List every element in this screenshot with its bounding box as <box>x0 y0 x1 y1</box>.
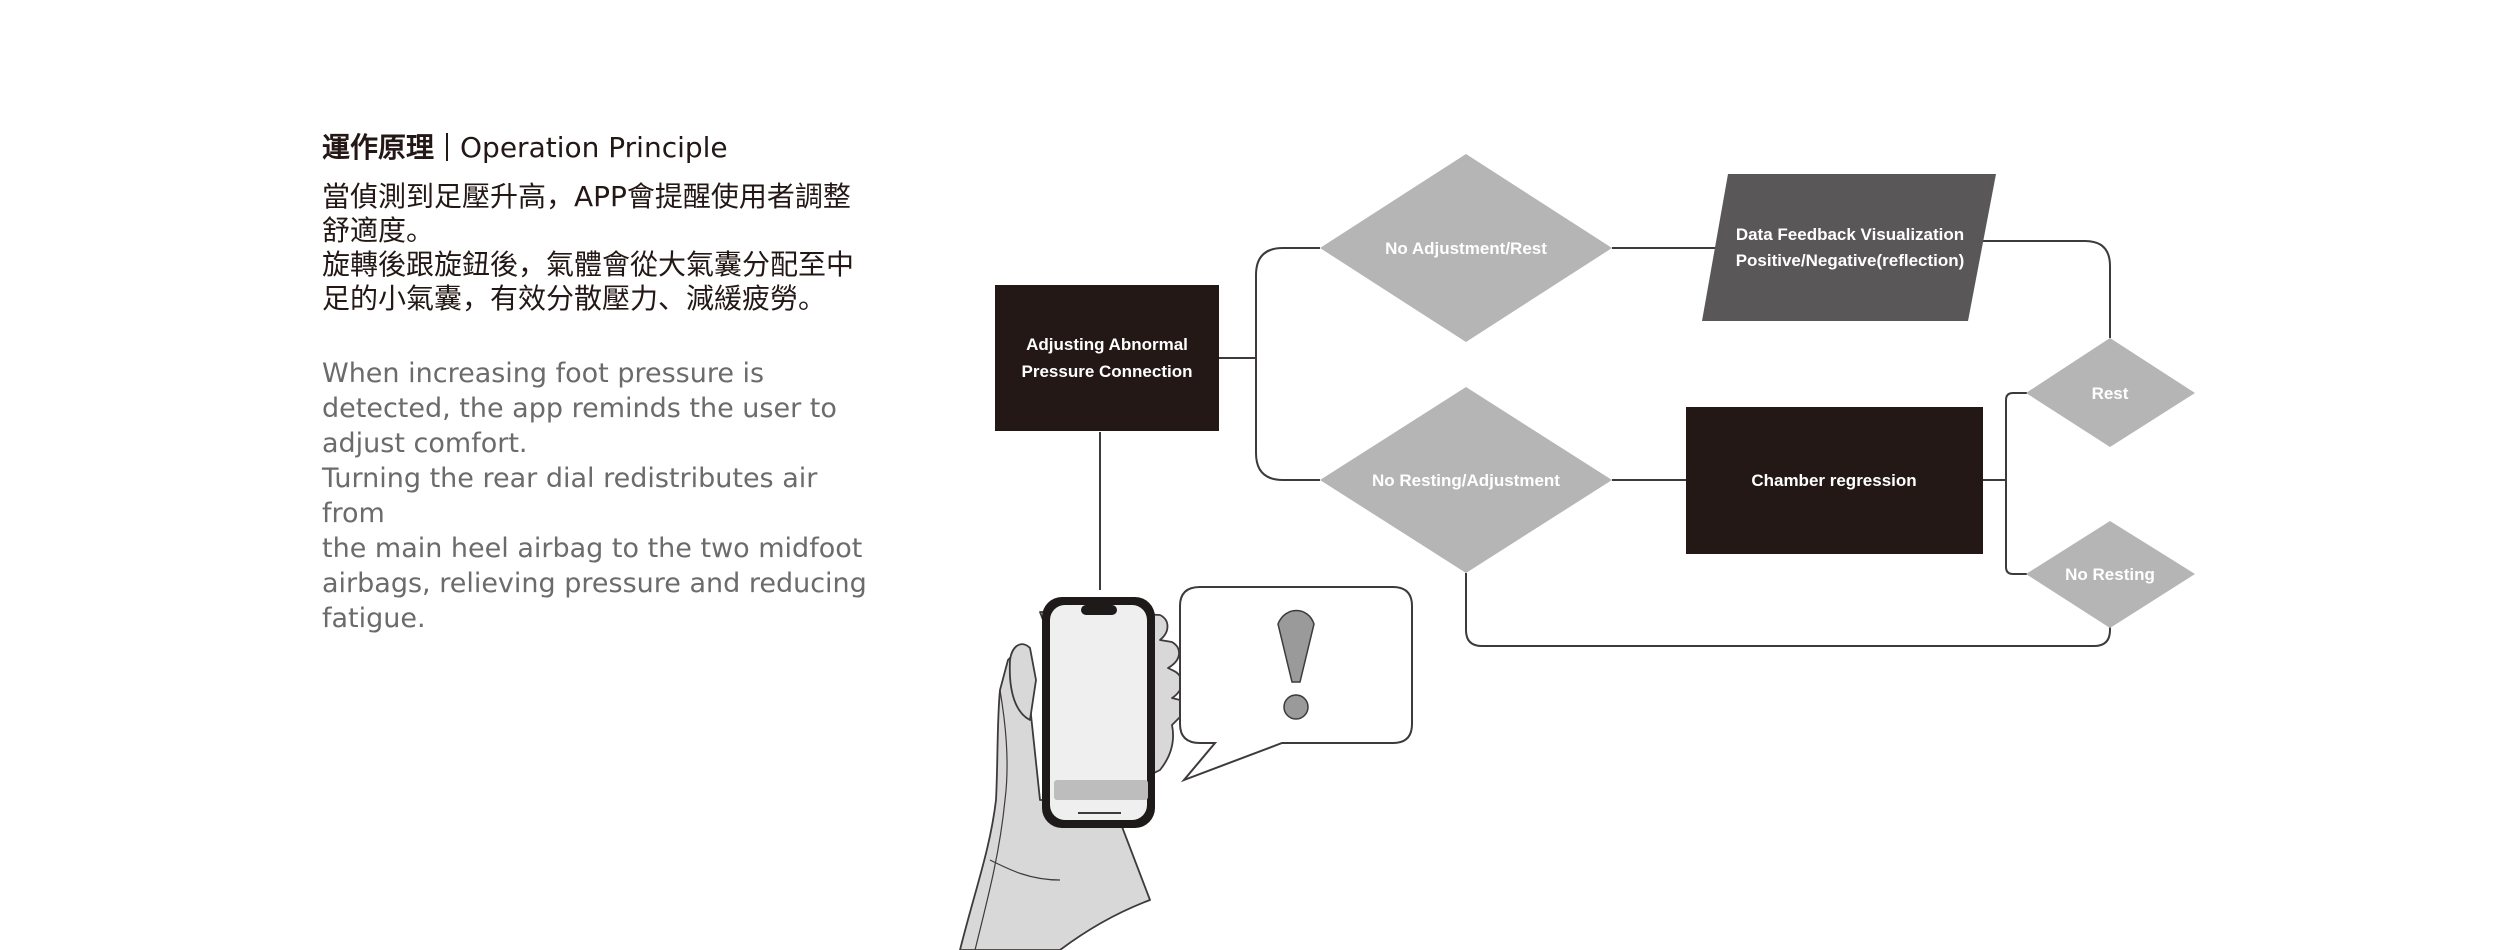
outcome-no-resting: No Resting <box>2026 521 2195 628</box>
outcome-rest-label: Rest <box>2092 384 2129 403</box>
description-en: When increasing foot pressure is detecte… <box>322 356 882 636</box>
start-label-line: Pressure Connection <box>1022 362 1193 381</box>
exclamation-icon <box>1277 609 1315 720</box>
en-line: the main heel airbag to the two midfoot <box>322 533 863 564</box>
start-box: Adjusting Abnormal Pressure Connection <box>995 285 1219 431</box>
process-box: Chamber regression <box>1686 407 1983 554</box>
feedback-parallelogram: Data Feedback Visualization Positive/Neg… <box>1702 174 1996 321</box>
thumb-illustration <box>1008 643 1037 721</box>
connectors <box>1099 240 2111 647</box>
phone-bar <box>1054 780 1148 800</box>
en-line: When increasing foot pressure is <box>322 358 765 389</box>
heading-zh: 運作原理 <box>322 131 435 164</box>
zh-line: 旋轉後跟旋鈕後，氣體會從大氣囊分配至中 <box>322 248 855 281</box>
zh-line: 當偵測到足壓升高，APP會提醒使用者調整 <box>322 180 851 213</box>
phone-illustration <box>1042 597 1155 828</box>
heading-en: Operation Principle <box>460 131 728 164</box>
connector-branch <box>1255 247 1320 481</box>
heading-separator <box>446 133 449 161</box>
description-zh: 當偵測到足壓升高，APP會提醒使用者調整 舒適度。 旋轉後跟旋鈕後，氣體會從大氣… <box>322 180 882 316</box>
start-label-line: Adjusting Abnormal <box>1026 335 1188 354</box>
en-line: fatigue. <box>322 603 426 634</box>
en-line: detected, the app reminds the user to <box>322 393 837 424</box>
decision-bottom-label: No Resting/Adjustment <box>1372 471 1560 490</box>
decision-top-label: No Adjustment/Rest <box>1385 239 1547 258</box>
connector-feedback-to-rest <box>1975 240 2111 338</box>
outcome-no-resting-label: No Resting <box>2065 565 2155 584</box>
en-line: Turning the rear dial redistributes air … <box>322 463 818 529</box>
zh-line: 舒適度。 <box>322 214 435 247</box>
zh-line: 足的小氣囊，有效分散壓力、減緩疲勞。 <box>322 282 827 315</box>
en-line: airbags, relieving pressure and reducing <box>322 568 867 599</box>
feedback-label-line: Data Feedback Visualization <box>1736 225 1964 244</box>
connector-loop-back <box>1465 573 2111 647</box>
en-line: adjust comfort. <box>322 428 528 459</box>
text-column: 運作原理 Operation Principle 當偵測到足壓升高，APP會提醒使… <box>322 128 882 636</box>
decision-no-adjustment-rest: No Adjustment/Rest <box>1320 154 1612 342</box>
process-label: Chamber regression <box>1751 471 1916 490</box>
decision-no-resting-adjustment: No Resting/Adjustment <box>1320 387 1612 573</box>
feedback-label-line: Positive/Negative(reflection) <box>1736 251 1965 270</box>
phone-notch <box>1081 605 1117 615</box>
alert-bubble <box>1179 586 1413 783</box>
section-heading: 運作原理 Operation Principle <box>322 128 882 168</box>
outcome-rest: Rest <box>2026 338 2195 447</box>
connector-outcome-branch <box>2005 392 2027 575</box>
